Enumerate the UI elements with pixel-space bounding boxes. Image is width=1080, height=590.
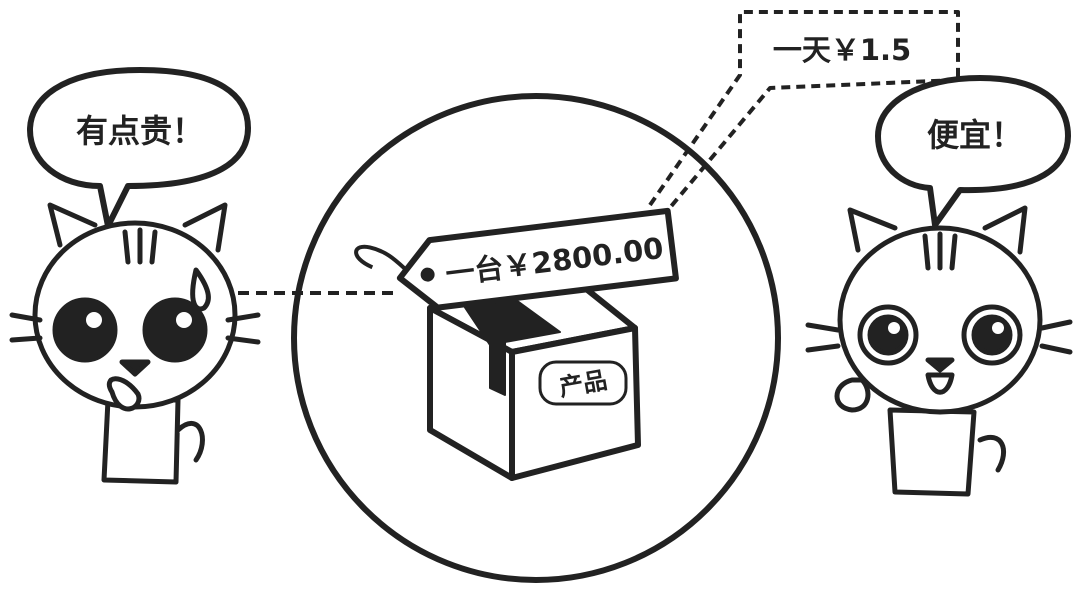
right-speech-bubble (875, 75, 1071, 228)
left-bubble-text: 有点贵！ (76, 112, 204, 150)
product-circle (291, 93, 781, 583)
price-tag: 一台￥2800.00 (354, 207, 679, 311)
tag-hole-icon (420, 267, 435, 282)
left-speech-bubble (27, 67, 251, 229)
right-bubble-text: 便宜！ (927, 116, 1023, 154)
daily-tag-connector (648, 10, 960, 212)
worried-cat-icon (9, 202, 261, 485)
box-label-frame (538, 360, 628, 406)
daily-price-text: 一天￥1.5 (773, 33, 911, 67)
happy-cat-icon (805, 205, 1073, 497)
